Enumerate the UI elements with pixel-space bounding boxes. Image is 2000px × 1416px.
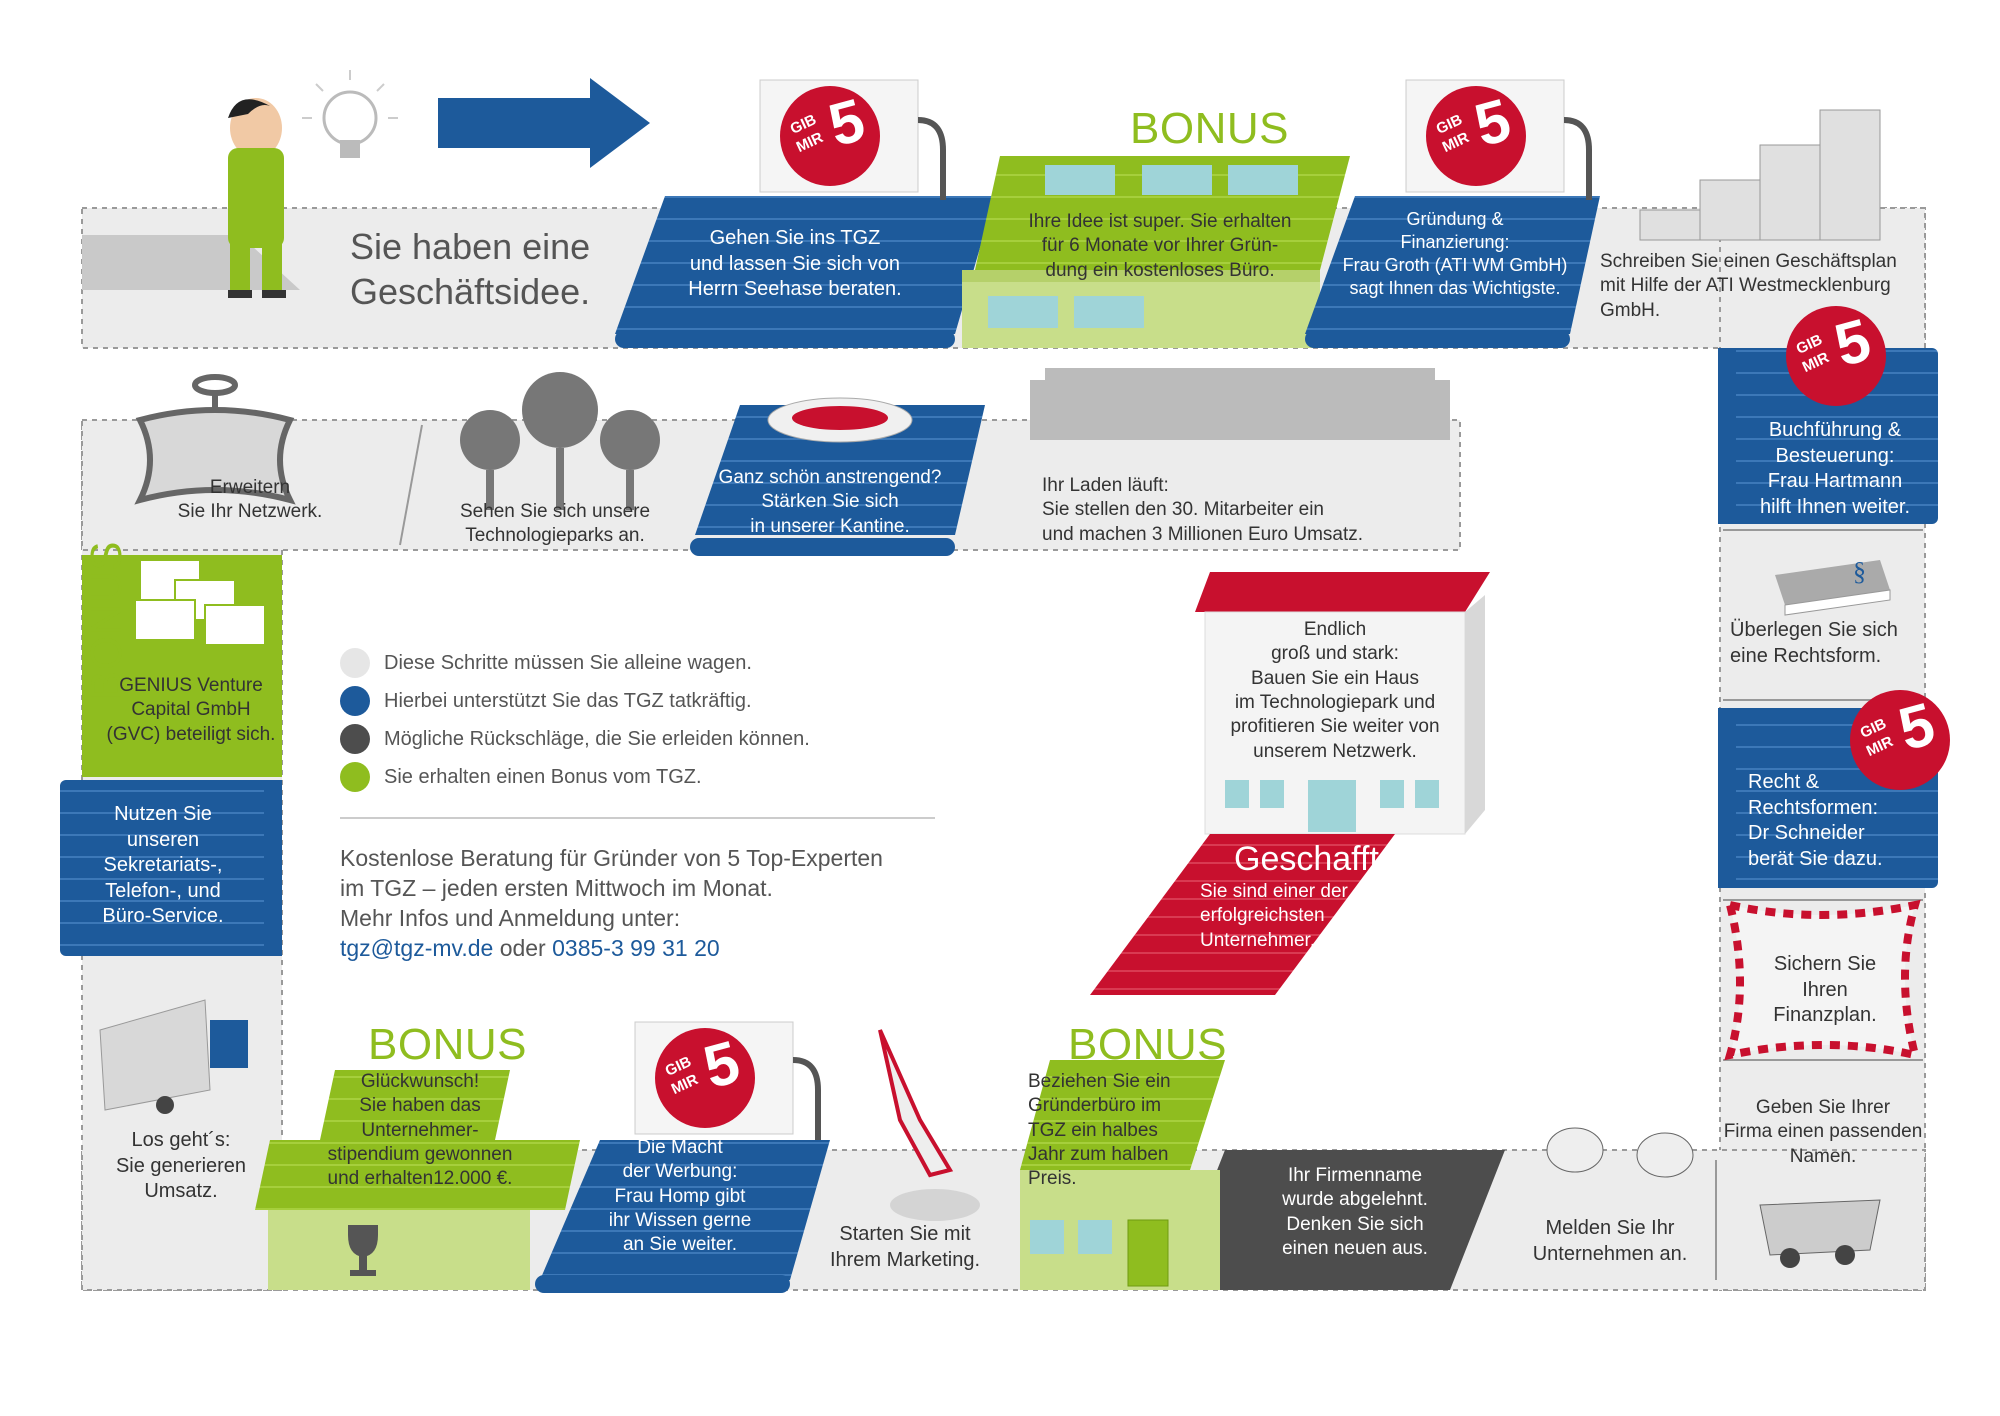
plug-icon	[1546, 1127, 1694, 1178]
rocket-icon	[878, 1029, 980, 1221]
tile-gvc	[82, 555, 282, 777]
badge-gib-mir-5: GIB MIR 5	[780, 86, 880, 186]
geschafft-title: Geschafft:	[1234, 840, 1389, 878]
rope-barrier-icon	[1724, 899, 1921, 1061]
house-building	[1195, 572, 1490, 835]
bar-stairs-icon	[1639, 109, 1881, 241]
book-icon: §	[1775, 557, 1891, 616]
lightbulb-icon	[302, 70, 398, 158]
money-stack-icon	[134, 559, 266, 646]
legend-item: Sie erhalten einen Bonus vom TGZ.	[340, 762, 702, 792]
path-joins	[84, 210, 1923, 1288]
legend-item: Hierbei unterstützt Sie das TGZ tatkräft…	[340, 686, 752, 716]
tile-gruenderbuero	[1020, 1060, 1225, 1290]
legend-dot	[340, 762, 370, 792]
tile-geschafft	[1090, 834, 1395, 995]
info-block: Kostenlose Beratung für Gründer von 5 To…	[340, 845, 883, 961]
bonus-label: BONUS	[1130, 104, 1289, 153]
badge-gib-mir-5: GIB MIR 5	[1850, 690, 1950, 790]
people-crowd-icon	[1030, 368, 1450, 440]
legend-dot	[340, 648, 370, 678]
man-figure-icon	[82, 98, 300, 298]
legend-dot	[340, 686, 370, 716]
tile-tgz-seehase	[615, 196, 995, 348]
trophy-icon	[348, 1225, 378, 1276]
tile-werbung	[535, 1140, 830, 1293]
arrow-right-icon	[438, 78, 650, 168]
tile-kantine	[690, 397, 985, 556]
badge-gib-mir-5: GIB MIR 5	[1426, 86, 1526, 186]
badge-gib-mir-5: GIB MIR 5	[655, 1028, 755, 1128]
phone-link[interactable]: 0385-3 99 31 20	[552, 934, 720, 961]
tile-abgelehnt	[1170, 1150, 1505, 1290]
valve-icon	[134, 374, 296, 505]
step-laden: Ihr Laden läuft:Sie stellen den 30. Mita…	[1042, 475, 1364, 545]
bonus-label: BONUS	[368, 1020, 527, 1069]
bonus-label: BONUS	[1068, 1020, 1227, 1069]
svg-text:§: §	[1853, 557, 1866, 586]
truck-icon	[99, 999, 248, 1114]
legend-item: Diese Schritte müssen Sie alleine wagen.	[340, 648, 752, 678]
email-link[interactable]: tgz@tgz-mv.de	[340, 934, 494, 961]
badge-gib-mir-5: GIB MIR 5	[1786, 306, 1886, 406]
tile-bonus-office	[962, 156, 1350, 348]
tile-buchfuehrung	[1718, 348, 1938, 524]
step-gruendung: Gründung &Finanzierung:Frau Groth (ATI W…	[1342, 209, 1568, 299]
gears-icon	[460, 372, 660, 510]
legend-item: Mögliche Rückschläge, die Sie erleiden k…	[340, 724, 810, 754]
legend-dot	[340, 724, 370, 754]
cart-icon	[1759, 1199, 1881, 1268]
tile-service	[60, 780, 282, 956]
tile-gruendung	[1305, 196, 1600, 348]
tile-stipendium	[255, 1070, 580, 1290]
